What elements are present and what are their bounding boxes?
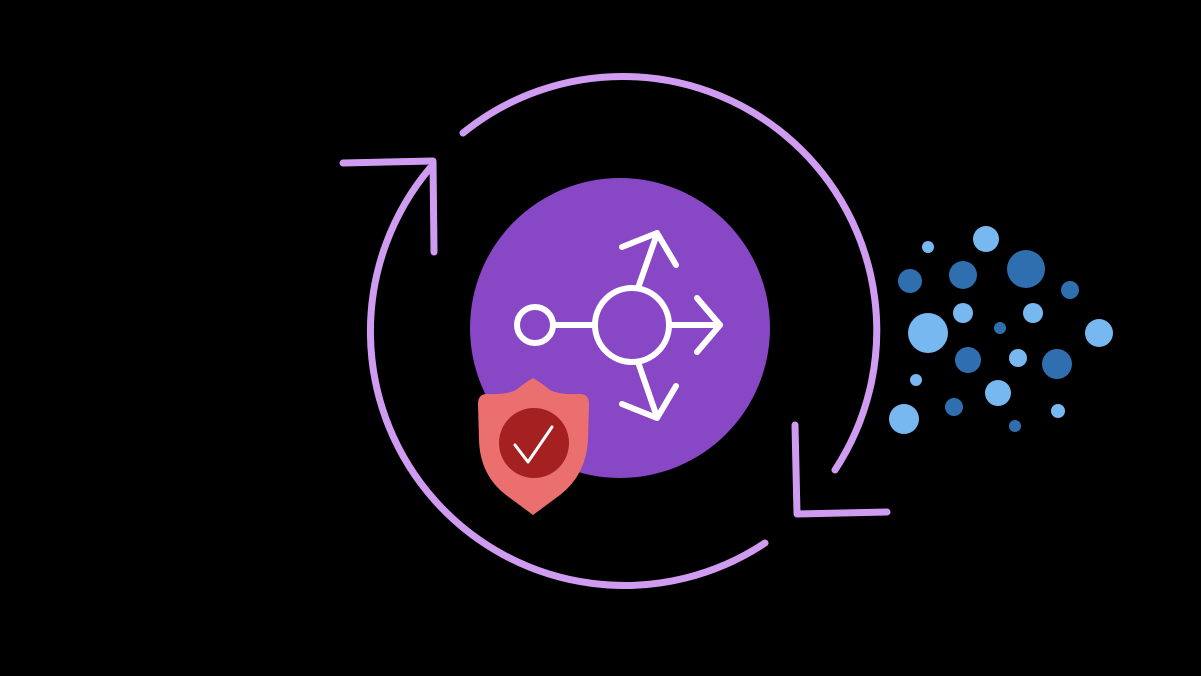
shield-check-icon: [478, 378, 589, 515]
dot: [994, 322, 1006, 334]
dot: [973, 226, 999, 252]
dot: [922, 241, 934, 253]
dot: [1007, 250, 1045, 288]
dot-cluster-icon: [889, 226, 1113, 434]
dot: [908, 313, 948, 353]
checkmark-icon: [513, 425, 554, 464]
shield-badge: [499, 408, 569, 478]
arrowhead-bottom-right: [791, 421, 891, 518]
dot: [1009, 420, 1021, 432]
dot: [955, 347, 981, 373]
dot: [1085, 319, 1113, 347]
cycle-arc-lower: [366, 164, 769, 589]
dot: [985, 380, 1011, 406]
arrowhead-top-left: [339, 157, 438, 256]
dot: [945, 398, 963, 416]
dot: [949, 261, 977, 289]
dot: [889, 404, 919, 434]
cycle-arc-upper: [459, 72, 881, 474]
dot: [953, 303, 973, 323]
dot: [1061, 281, 1079, 299]
dot: [1051, 404, 1065, 418]
dot: [898, 269, 922, 293]
split-route-icon: [514, 230, 723, 421]
dot: [910, 374, 922, 386]
dot: [1023, 303, 1043, 323]
refresh-cycle-icon: [339, 72, 891, 589]
dot: [1042, 349, 1072, 379]
dot: [1009, 349, 1027, 367]
